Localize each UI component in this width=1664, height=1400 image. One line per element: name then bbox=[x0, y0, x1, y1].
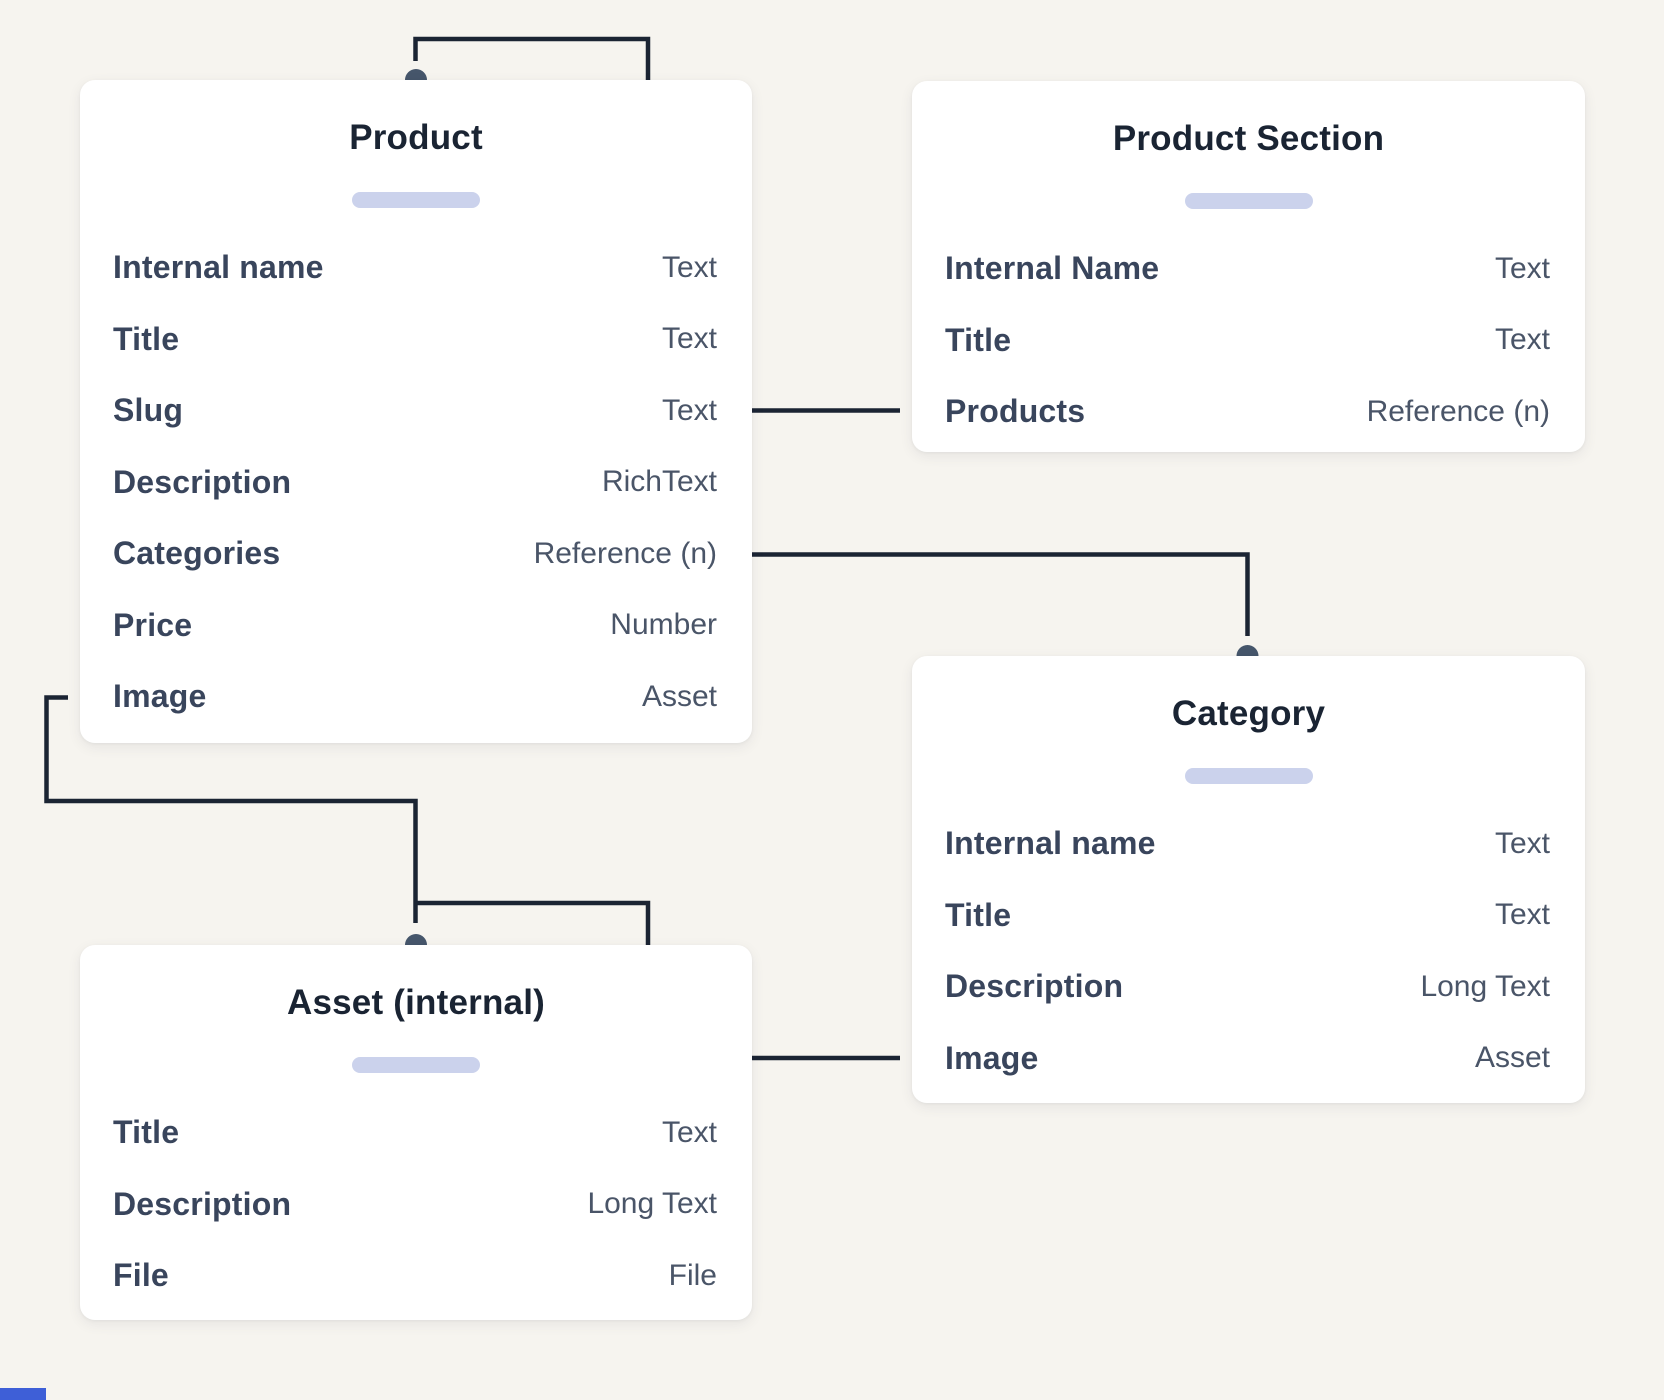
field-type: Text bbox=[661, 1115, 717, 1149]
field-type: Long Text bbox=[587, 1187, 717, 1221]
field-name: Title bbox=[945, 896, 1012, 933]
field-type: Text bbox=[661, 250, 717, 284]
field-type: RichText bbox=[601, 465, 717, 499]
title-underline-pill bbox=[352, 192, 480, 208]
card-title: Product Section bbox=[1112, 119, 1385, 158]
title-underline-pill bbox=[1184, 768, 1313, 784]
category-anchor-dot bbox=[1236, 645, 1259, 656]
field-name: Products bbox=[945, 393, 1086, 430]
field-name: Internal Name bbox=[945, 250, 1160, 287]
card-title: Asset (internal) bbox=[287, 983, 545, 1022]
field-name: Title bbox=[945, 321, 1012, 358]
card-title: Category bbox=[1171, 694, 1326, 733]
field-row: Image Asset bbox=[945, 1023, 1550, 1095]
field-row: File File bbox=[113, 1240, 717, 1312]
field-row: Title Text bbox=[945, 305, 1550, 377]
field-row: Description RichText bbox=[113, 447, 717, 519]
field-type: Number bbox=[610, 608, 717, 642]
field-row: Internal Name Text bbox=[945, 233, 1550, 305]
title-underline-pill bbox=[1184, 193, 1313, 209]
field-name: Internal name bbox=[113, 249, 324, 286]
field-type: Text bbox=[1494, 251, 1550, 285]
field-row: Slug Text bbox=[113, 375, 717, 447]
field-type: Long Text bbox=[1420, 969, 1550, 1003]
field-type: Asset bbox=[1474, 1041, 1550, 1075]
field-type: Text bbox=[661, 322, 717, 356]
title-underline-pill bbox=[352, 1057, 480, 1073]
field-name: Internal name bbox=[945, 825, 1156, 862]
connector-into-asset-hat bbox=[415, 900, 651, 945]
connector-into-product bbox=[413, 36, 651, 80]
field-type: Text bbox=[1494, 323, 1550, 357]
field-row: Internal name Text bbox=[945, 808, 1550, 880]
field-name: Title bbox=[113, 320, 180, 357]
field-type: Asset bbox=[641, 679, 717, 713]
field-row: Products Reference (n) bbox=[945, 376, 1550, 448]
field-type: Reference (n) bbox=[533, 536, 717, 570]
field-name: Description bbox=[113, 1185, 292, 1222]
connector-product-categories-to-category bbox=[752, 552, 1250, 636]
field-name: Slug bbox=[113, 392, 184, 429]
field-name: Price bbox=[113, 606, 193, 643]
field-type: Text bbox=[661, 393, 717, 427]
field-row: Title Text bbox=[945, 880, 1550, 952]
field-name: File bbox=[113, 1257, 169, 1294]
field-name: Description bbox=[113, 463, 292, 500]
field-row: Image Asset bbox=[113, 661, 717, 733]
field-type: Text bbox=[1494, 826, 1550, 860]
field-row: Description Long Text bbox=[113, 1169, 717, 1241]
field-row: Internal name Text bbox=[113, 232, 717, 304]
field-type: File bbox=[668, 1258, 717, 1292]
field-name: Image bbox=[945, 1039, 1039, 1076]
product-anchor-dot bbox=[405, 69, 427, 80]
field-row: Title Text bbox=[113, 1097, 717, 1169]
field-name: Categories bbox=[113, 535, 281, 572]
field-row: Description Long Text bbox=[945, 951, 1550, 1023]
corner-marker bbox=[0, 1388, 46, 1400]
field-type: Text bbox=[1494, 898, 1550, 932]
asset-anchor-dot bbox=[405, 934, 427, 945]
field-name: Description bbox=[945, 968, 1124, 1005]
field-row: Categories Reference (n) bbox=[113, 518, 717, 590]
field-name: Image bbox=[113, 678, 207, 715]
field-row: Title Text bbox=[113, 304, 717, 376]
field-row: Price Number bbox=[113, 590, 717, 662]
card-title: Product bbox=[349, 118, 483, 157]
field-type: Reference (n) bbox=[1366, 394, 1550, 428]
field-name: Title bbox=[113, 1114, 180, 1151]
